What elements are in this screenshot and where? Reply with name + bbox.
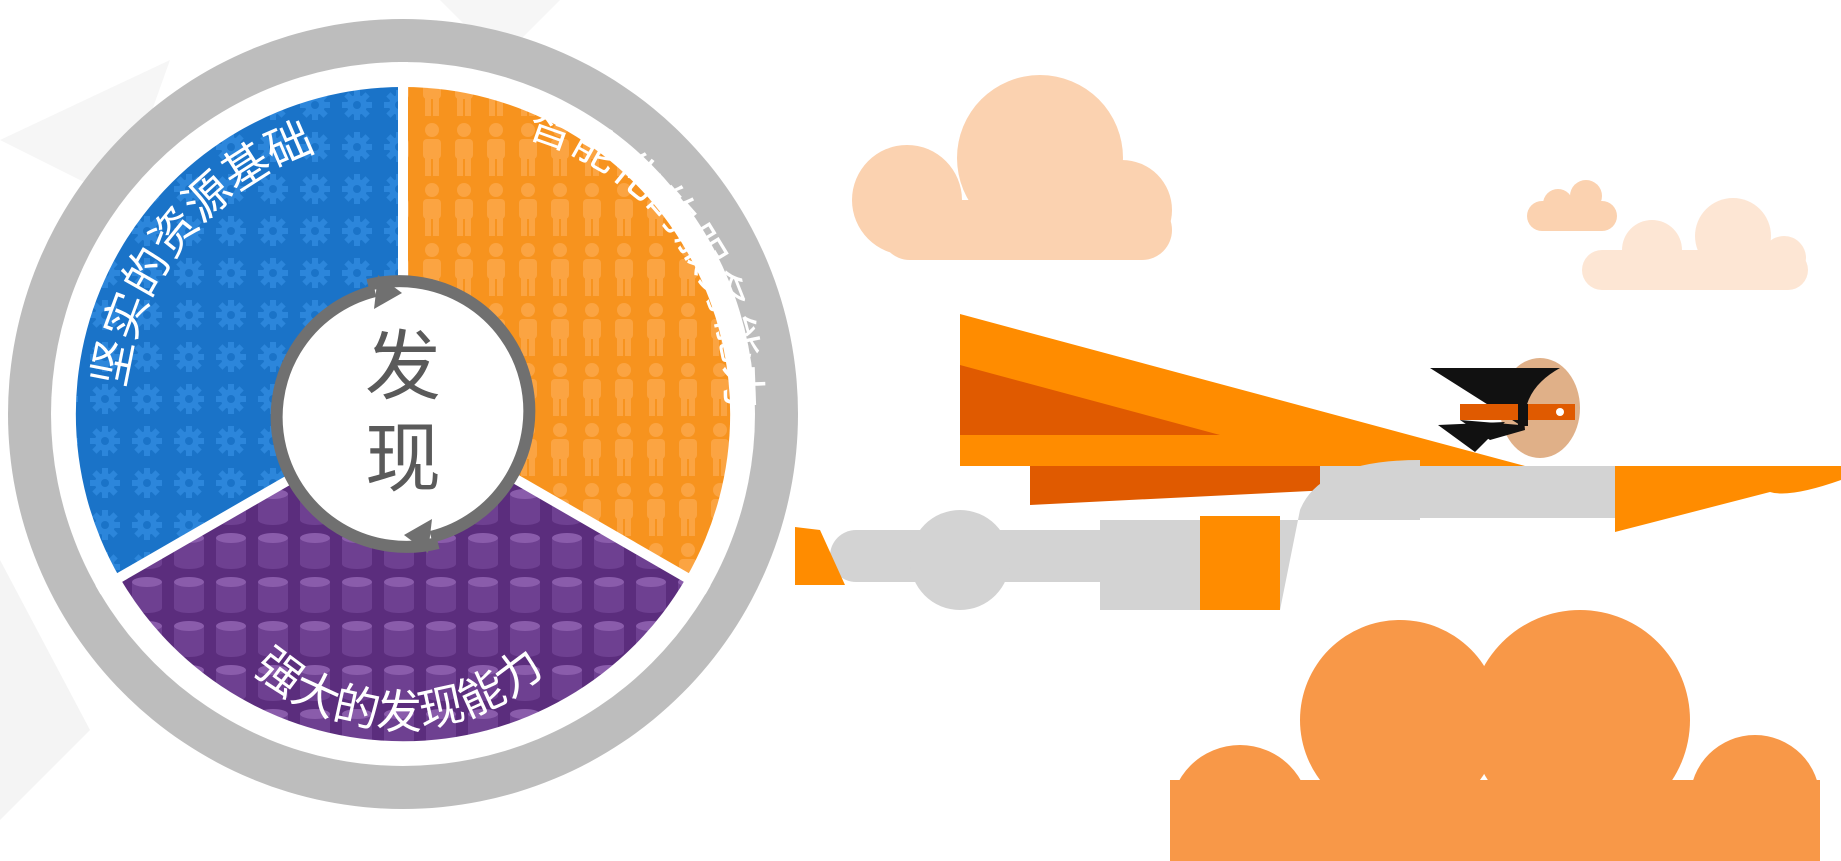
cloud-large-top (852, 75, 1172, 260)
cloud-large-bottom (1170, 610, 1820, 861)
hero-glove (1615, 466, 1841, 532)
center-label-line1: 发 (365, 322, 441, 411)
cloud-small-top (1527, 180, 1617, 231)
hero-knee (910, 510, 1010, 610)
hero-ear (1518, 404, 1528, 426)
hero-eye (1556, 408, 1564, 416)
center-label-line2: 现 (365, 414, 441, 503)
hero-shin-band (1200, 516, 1280, 610)
discovery-circle-diagram: 坚实的资源基础 智能化的服务能力 强大的发现能力 发 现 (8, 19, 798, 809)
superhero-illustration (795, 314, 1841, 610)
hero-arm (1320, 466, 1620, 518)
